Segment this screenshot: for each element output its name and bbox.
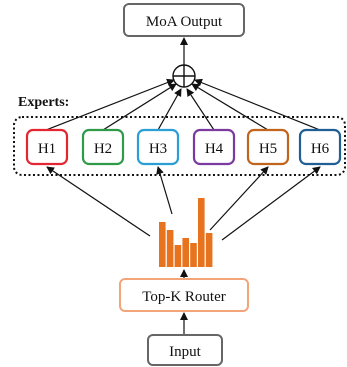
expert-h5: H5 [246, 128, 290, 166]
input-node: Input [147, 334, 223, 366]
expert-h1: H1 [25, 128, 69, 166]
expert-h3-label: H3 [149, 141, 167, 157]
top-k-router-box [119, 278, 249, 312]
expert-h6-label: H6 [311, 141, 330, 157]
moa-output-box [123, 3, 245, 37]
bar-chart-icon [159, 198, 213, 267]
expert-h5-box [246, 128, 290, 166]
expert-h4: H4 [192, 128, 236, 166]
expert-h4-box [192, 128, 236, 166]
experts-title: Experts: [18, 95, 69, 110]
expert-h3: H3 [136, 128, 180, 166]
expert-h1-label: H1 [38, 141, 56, 157]
expert-h5-label: H5 [259, 141, 277, 157]
expert-h6-box [298, 128, 342, 166]
top-k-router-node: Top-K Router [119, 278, 249, 312]
input-box [147, 334, 223, 366]
expert-h2: H2 [81, 128, 125, 166]
moa-output-label: MoA Output [146, 14, 223, 30]
expert-h2-label: H2 [94, 141, 112, 157]
expert-to-sum-arrows [45, 78, 321, 131]
router-to-expert-arrows [46, 166, 321, 241]
top-k-router-label: Top-K Router [142, 289, 226, 305]
expert-h2-box [81, 128, 125, 166]
expert-h4-label: H4 [205, 141, 224, 157]
input-label: Input [169, 344, 201, 360]
experts-container [13, 116, 346, 176]
moa-output-node: MoA Output [123, 3, 245, 37]
expert-h1-box [25, 128, 69, 166]
sum-node-icon [172, 64, 196, 88]
expert-h3-box [136, 128, 180, 166]
expert-h6: H6 [298, 128, 342, 166]
